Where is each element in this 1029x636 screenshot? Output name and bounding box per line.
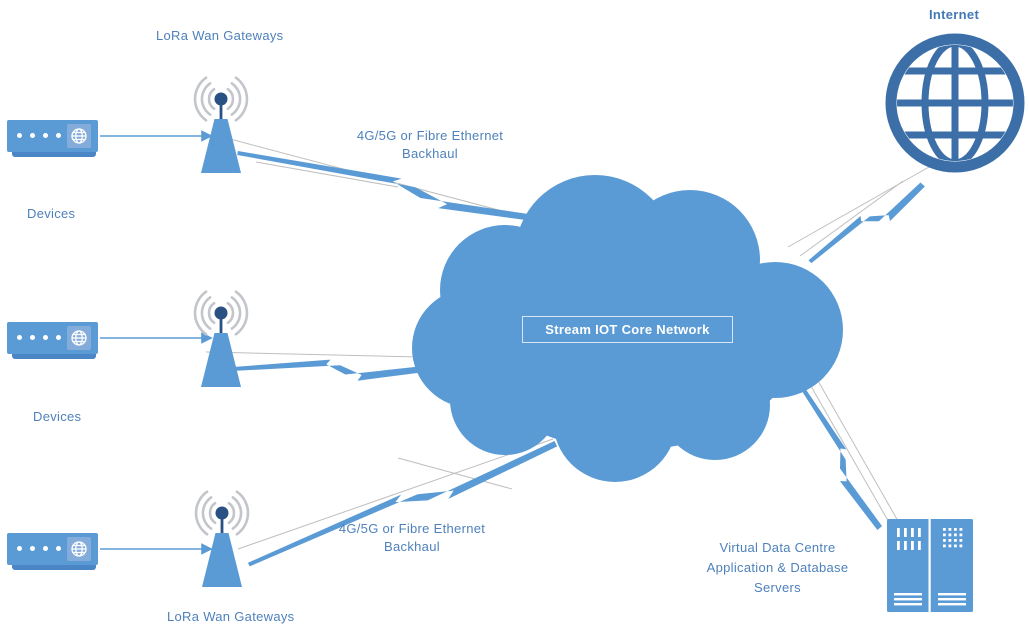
arrow-right-icon xyxy=(100,543,213,555)
arrow-right-icon xyxy=(100,332,213,344)
server-rack-icon xyxy=(887,519,973,612)
device-led-dots xyxy=(17,335,61,340)
cloud-icon xyxy=(412,175,843,482)
backhaul-top-label: 4G/5G or Fibre Ethernet Backhaul xyxy=(356,128,504,161)
device-shadow xyxy=(12,565,96,570)
router-device-icon xyxy=(7,533,98,570)
internet-label: Internet xyxy=(929,7,980,22)
device-shadow xyxy=(12,354,96,359)
device-led-dots xyxy=(17,546,61,551)
device-led-dots xyxy=(17,133,61,138)
device-shadow xyxy=(12,152,96,157)
devices-top-label: Devices xyxy=(27,206,76,221)
router-device-icon xyxy=(7,120,98,157)
device-globe-chip-icon xyxy=(67,124,91,148)
device-globe-chip-icon xyxy=(67,537,91,561)
device-globe-chip-icon xyxy=(67,326,91,350)
lora-wan-gateways-bottom-label: LoRa Wan Gateways xyxy=(167,609,295,624)
backhaul-bottom-label: 4G/5G or Fibre Ethernet Backhaul xyxy=(338,521,486,554)
data-centre-label: Virtual Data Centre Application & Databa… xyxy=(706,540,849,595)
antenna-tower-icon xyxy=(194,490,250,589)
arrow-right-icon xyxy=(100,130,213,142)
devices-middle-label: Devices xyxy=(33,409,82,424)
router-device-icon xyxy=(7,322,98,359)
lora-wan-gateways-top-label: LoRa Wan Gateways xyxy=(156,28,284,43)
antenna-tower-icon xyxy=(193,76,249,175)
cloud-core-network-label: Stream IOT Core Network xyxy=(545,322,710,337)
thin-connector-lines xyxy=(205,138,937,550)
antenna-tower-icon xyxy=(193,290,249,389)
globe-icon xyxy=(885,33,1025,173)
cloud-core-network-label-box: Stream IOT Core Network xyxy=(522,316,733,343)
